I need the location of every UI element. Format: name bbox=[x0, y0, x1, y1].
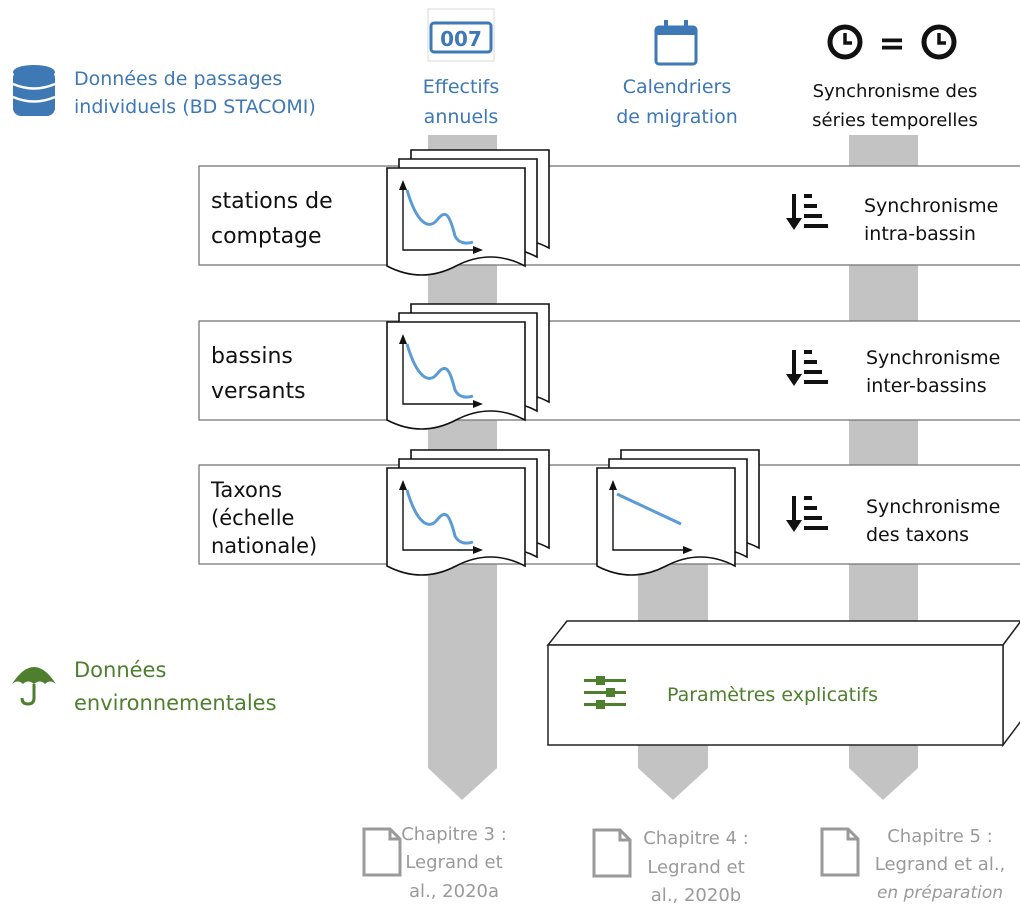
document-stack-icon bbox=[386, 303, 550, 430]
column-synchronisme: = Synchronisme des séries temporelles bbox=[812, 24, 978, 131]
column-title: de migration bbox=[616, 106, 738, 128]
chapter-label: Chapitre 5 : bbox=[887, 826, 993, 847]
source-individual: Données de passages individuels (BD STAC… bbox=[12, 65, 316, 118]
chapter-label: Legrand et al., bbox=[875, 854, 1006, 875]
document-stack-icon bbox=[386, 149, 550, 276]
source-label: Données bbox=[74, 658, 166, 682]
database-icon bbox=[12, 65, 56, 116]
chapter-label: Chapitre 4 : bbox=[643, 828, 749, 849]
sync-label: Synchronisme bbox=[866, 496, 1000, 518]
sync-label: des taxons bbox=[866, 524, 969, 546]
source-environment: Données environnementales bbox=[12, 658, 277, 715]
row-label: stations de bbox=[211, 189, 333, 214]
chapter-label: en préparation bbox=[877, 883, 1003, 903]
row-label: Taxons bbox=[210, 478, 282, 502]
umbrella-icon bbox=[12, 667, 56, 706]
sync-label: Synchronisme bbox=[864, 195, 998, 217]
chapter-label: al., 2020a bbox=[409, 881, 499, 902]
column-title: Synchronisme des bbox=[813, 81, 978, 102]
annual-count-documents bbox=[386, 149, 760, 576]
row-label: versants bbox=[211, 379, 306, 404]
source-label: Données de passages bbox=[74, 68, 282, 90]
row-label: nationale) bbox=[211, 534, 317, 558]
column-title: annuels bbox=[424, 106, 499, 128]
column-title: Effectifs bbox=[423, 76, 500, 98]
sync-label: inter-bassins bbox=[866, 375, 987, 397]
sync-label: Synchronisme bbox=[866, 347, 1000, 369]
document-icon bbox=[362, 827, 402, 877]
row-label: (échelle bbox=[211, 506, 294, 530]
chapter-label: al., 2020b bbox=[651, 885, 741, 906]
document-icon bbox=[592, 828, 632, 878]
column-title: Calendriers bbox=[623, 76, 731, 98]
source-label: individuels (BD STACOMI) bbox=[74, 96, 316, 118]
chapter-1: Chapitre 4 : Legrand et al., 2020b bbox=[592, 828, 749, 906]
sync-label: intra-bassin bbox=[864, 223, 976, 245]
row-band-1: bassins versants Synchronisme inter-bass… bbox=[198, 320, 1020, 421]
column-title: séries temporelles bbox=[812, 110, 978, 131]
source-label: environnementales bbox=[74, 691, 277, 715]
column-effectifs: 007 Effectifs annuels bbox=[423, 8, 500, 128]
column-calendriers: Calendriers de migration bbox=[616, 20, 738, 128]
document-stack-icon bbox=[386, 449, 550, 576]
calendar-icon bbox=[654, 20, 698, 66]
document-stack-icon bbox=[596, 449, 760, 576]
explanatory-label: Paramètres explicatifs bbox=[667, 684, 878, 706]
equals-symbol: = bbox=[879, 24, 906, 62]
document-icon bbox=[820, 827, 860, 877]
clock-icon bbox=[827, 24, 863, 60]
clock-icon bbox=[921, 24, 957, 60]
explanatory-box: Paramètres explicatifs bbox=[546, 620, 1020, 748]
row-label: comptage bbox=[211, 224, 322, 249]
chapter-2: Chapitre 5 : Legrand et al., en préparat… bbox=[820, 826, 1006, 903]
row-label: bassins bbox=[211, 344, 293, 369]
row-band-0: stations de comptage Synchronisme intra-… bbox=[198, 165, 1020, 266]
chapter-label: Legrand et bbox=[405, 852, 502, 873]
chapter-label: Chapitre 3 : bbox=[401, 824, 507, 845]
chapter-0: Chapitre 3 : Legrand et al., 2020a bbox=[362, 824, 507, 902]
chapter-label: Legrand et bbox=[647, 857, 744, 878]
counter-digits: 007 bbox=[440, 27, 482, 51]
sliders-icon bbox=[584, 676, 626, 709]
